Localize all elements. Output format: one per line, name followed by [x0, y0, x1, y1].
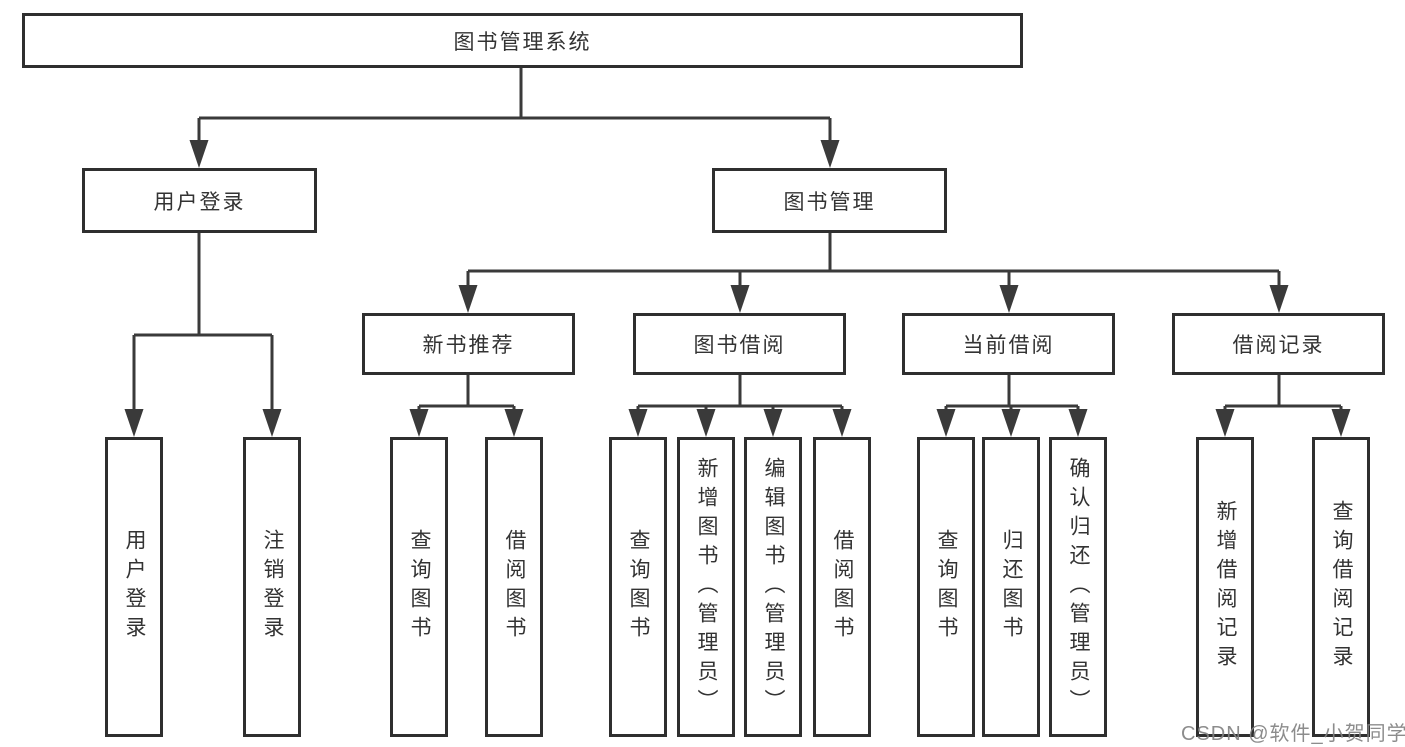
leaf-return-books-label: 归还图书	[1000, 529, 1023, 645]
leaf-add-books-admin: 新增图书（管理员）	[677, 437, 735, 737]
leaf-add-borrow-record: 新增借阅记录	[1196, 437, 1254, 737]
edge-bookborrow-to-leaves	[636, 375, 844, 430]
node-new-book-recommend: 新书推荐	[362, 313, 575, 375]
edge-root-to-level2	[197, 68, 832, 162]
leaf-return-books: 归还图书	[982, 437, 1040, 737]
leaf-add-borrow-record-label: 新增借阅记录	[1214, 500, 1237, 674]
node-borrow-record-label: 借阅记录	[1232, 334, 1325, 357]
leaf-newrec-borrow-books: 借阅图书	[485, 437, 543, 737]
edge-newbookrec-to-leaves	[417, 375, 516, 430]
leaf-current-query-books-label: 查询图书	[935, 529, 958, 645]
leaf-newrec-query-books: 查询图书	[390, 437, 448, 737]
watermark: CSDN @软件_小贺同学	[1181, 723, 1405, 745]
edge-borrowrecord-to-leaves	[1223, 375, 1343, 430]
leaf-confirm-return-admin-label: 确认归还（管理员）	[1067, 456, 1090, 718]
edge-userlogin-to-leaves	[132, 233, 274, 430]
leaf-edit-books-admin-label: 编辑图书（管理员）	[762, 456, 785, 718]
leaf-newrec-borrow-books-label: 借阅图书	[503, 529, 526, 645]
leaf-query-borrow-record: 查询借阅记录	[1312, 437, 1370, 737]
leaf-user-login-label: 用户登录	[123, 529, 146, 645]
arrowheads	[124, 140, 1351, 437]
edge-bookmgmt-to-level3	[466, 233, 1281, 307]
leaf-borrow-books-label: 借阅图书	[831, 529, 854, 645]
node-root-label: 图书管理系统	[453, 30, 592, 54]
leaf-edit-books-admin: 编辑图书（管理员）	[744, 437, 802, 737]
node-user-login-label: 用户登录	[153, 190, 246, 214]
node-new-book-recommend-label: 新书推荐	[422, 334, 515, 357]
leaf-confirm-return-admin: 确认归还（管理员）	[1049, 437, 1107, 737]
node-book-management-label: 图书管理	[783, 190, 876, 214]
node-book-management: 图书管理	[712, 168, 947, 233]
leaf-newrec-query-books-label: 查询图书	[408, 529, 431, 645]
leaf-query-borrow-record-label: 查询借阅记录	[1330, 500, 1353, 674]
node-user-login: 用户登录	[82, 168, 317, 233]
leaf-logout-label: 注销登录	[261, 529, 284, 645]
node-root: 图书管理系统	[22, 13, 1023, 68]
leaf-logout: 注销登录	[243, 437, 301, 737]
node-current-borrow-label: 当前借阅	[962, 334, 1055, 357]
node-current-borrow: 当前借阅	[902, 313, 1115, 375]
leaf-borrow-books: 借阅图书	[813, 437, 871, 737]
node-book-borrow: 图书借阅	[633, 313, 846, 375]
leaf-current-query-books: 查询图书	[917, 437, 975, 737]
node-borrow-record: 借阅记录	[1172, 313, 1385, 375]
leaf-borrow-query-books-label: 查询图书	[627, 529, 650, 645]
leaf-add-books-admin-label: 新增图书（管理员）	[695, 456, 718, 718]
node-book-borrow-label: 图书借阅	[693, 334, 786, 357]
leaf-user-login: 用户登录	[105, 437, 163, 737]
leaf-borrow-query-books: 查询图书	[609, 437, 667, 737]
